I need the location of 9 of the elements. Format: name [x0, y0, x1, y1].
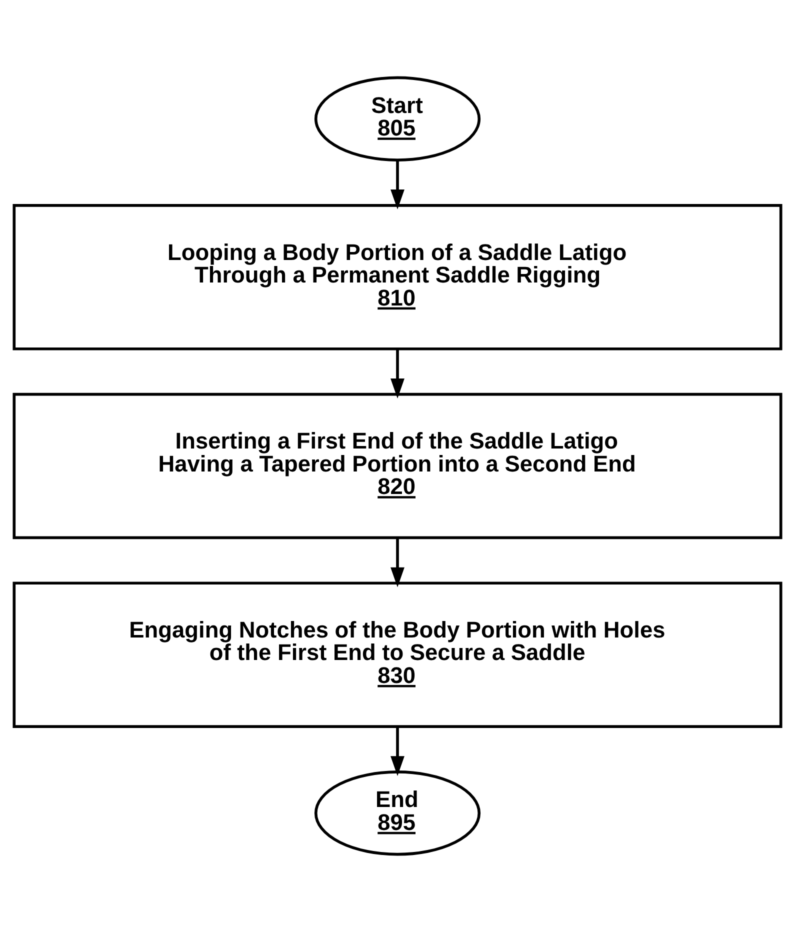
arrow [390, 160, 404, 210]
arrow [390, 348, 404, 398]
node-ellipse: End 895 [314, 770, 481, 856]
arrow [390, 538, 404, 588]
node-box: Looping a Body Portion of a Saddle Latigo Through a Permanent Saddle Rigging 810 [12, 204, 782, 350]
node-box: Inserting a First End of the Saddle Latigo Having a Tapered Portion into a Second End 820 [12, 392, 782, 540]
arrow [390, 726, 404, 776]
node-ellipse: Start 805 [314, 76, 481, 162]
node-box: Engaging Notches of the Body Portion with Holes of the First End to Secure a Saddle 830 [12, 582, 782, 728]
